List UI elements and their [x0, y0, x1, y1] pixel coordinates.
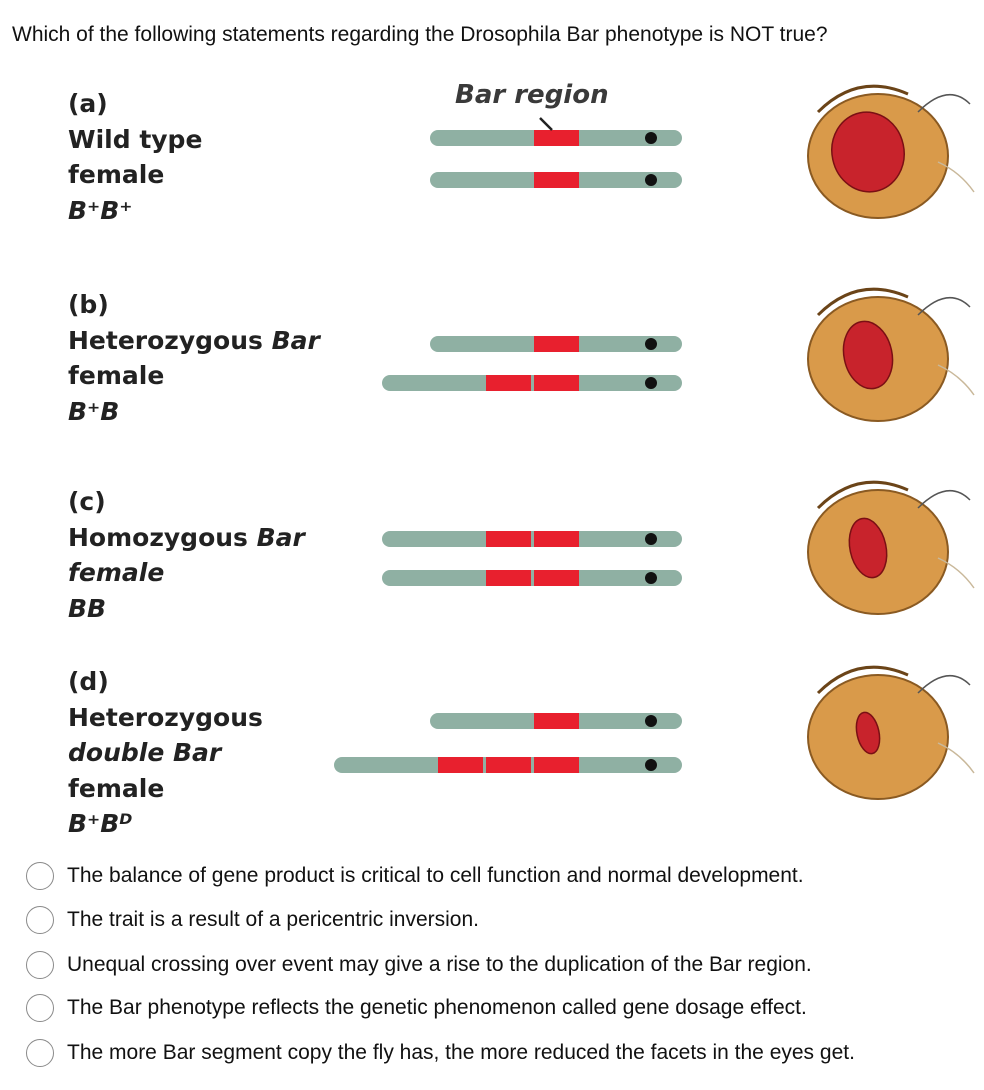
option-2-radio[interactable]	[26, 906, 54, 934]
panel-a-line-2: female	[68, 160, 165, 189]
option-3[interactable]: Unequal crossing over event may give a r…	[26, 945, 976, 985]
panel-b-line-1: Heterozygous Bar	[68, 325, 320, 355]
panel-c-fly-head-eye	[848, 517, 888, 579]
panel-b-chromosome-2-bar-segment-2	[534, 375, 579, 391]
panel-b-fly-head-ridge	[816, 287, 909, 317]
panel-b-fly-head-bristle	[917, 296, 971, 316]
panel-a-chromosome-1-centromere	[645, 132, 657, 144]
panel-c-line-1: Homozygous Bar	[68, 522, 305, 552]
panel-c-letter: (c)	[68, 487, 106, 516]
panel-a-fly-head-eye	[831, 111, 905, 193]
panel-a-chromosome-2-centromere	[645, 174, 657, 186]
panel-c-chromosome-1-bar-segment-2	[534, 531, 579, 547]
panel-d-chromosome-1-centromere	[645, 715, 657, 727]
panel-d-fly-head-arista	[937, 742, 975, 774]
panel-a-fly-head-ridge	[816, 84, 909, 114]
panel-b-line-2: female	[68, 361, 165, 390]
question-text: Which of the following statements regard…	[12, 23, 828, 46]
panel-c-chromosome-2-bar-segment-1	[486, 570, 531, 586]
panel-b-chromosome-2-bar-segment-1	[486, 375, 531, 391]
panel-d-fly-head-bristle	[917, 674, 971, 694]
panel-c-genotype: BB	[68, 593, 107, 623]
panel-a-label: (a) Wild type female B⁺B⁺	[68, 86, 202, 228]
panel-c-chromosome-2-bar-segment-2	[534, 570, 579, 586]
panel-a-chromosome-2-bar-segment-1	[534, 172, 579, 188]
panel-d-fly-head-eye	[855, 711, 881, 755]
panel-c-chromosome-2	[382, 570, 682, 586]
panel-d-label: (d) Heterozygous double Bar female B⁺Bᴰ	[68, 664, 263, 842]
panel-b-chromosome-2	[382, 375, 682, 391]
panel-c-fly-head-bristle	[917, 489, 971, 509]
panel-a-letter: (a)	[68, 89, 108, 118]
option-1-text: The balance of gene product is critical …	[67, 864, 804, 887]
option-4-radio[interactable]	[26, 994, 54, 1022]
option-4[interactable]: The Bar phenotype reflects the genetic p…	[26, 988, 976, 1028]
panel-d-chromosome-2-centromere	[645, 759, 657, 771]
panel-c-fly-head-ridge	[816, 480, 909, 510]
panel-d-fly-head-ridge	[816, 665, 909, 695]
panel-d-genotype: B⁺Bᴰ	[68, 809, 133, 838]
panel-d-line-3: female	[68, 773, 165, 803]
bar-region-pointer	[539, 117, 553, 131]
option-1[interactable]: The balance of gene product is critical …	[26, 856, 976, 896]
option-3-text: Unequal crossing over event may give a r…	[67, 953, 812, 976]
panel-a-fly-head-arista	[937, 161, 975, 193]
panel-a-line-1: Wild type	[68, 124, 203, 154]
panel-d-chromosome-2-bar-segment-1	[438, 757, 483, 773]
panel-b-fly-head-eye	[842, 320, 894, 390]
panel-d-letter: (d)	[68, 667, 109, 696]
option-3-radio[interactable]	[26, 951, 54, 979]
panel-c-chromosome-1-centromere	[645, 533, 657, 545]
option-5-text: The more Bar segment copy the fly has, t…	[67, 1041, 855, 1064]
panel-b-fly-head-arista	[937, 364, 975, 396]
panel-c-line-2: female	[68, 558, 165, 587]
panel-c-label: (c) Homozygous Bar female BB	[68, 484, 305, 626]
panel-c-chromosome-2-centromere	[645, 572, 657, 584]
panel-d-line-2: double Bar	[68, 738, 222, 767]
panel-c-chromosome-1	[382, 531, 682, 547]
panel-d-chromosome-1-bar-segment-1	[534, 713, 579, 729]
panel-b-genotype: B⁺B	[68, 396, 120, 426]
panel-d-chromosome-2-bar-segment-3	[534, 757, 579, 773]
panel-a-fly-head-bristle	[917, 93, 971, 113]
bar-region-title: Bar region	[455, 80, 609, 110]
panel-a-genotype: B⁺B⁺	[68, 195, 133, 225]
panel-b-chromosome-2-centromere	[645, 377, 657, 389]
option-4-text: The Bar phenotype reflects the genetic p…	[67, 996, 807, 1019]
chromosome-diagram	[334, 84, 975, 800]
panel-b-label: (b) Heterozygous Bar female B⁺B	[68, 287, 320, 429]
panel-b-chromosome-1-bar-segment-1	[534, 336, 579, 352]
panel-d-line-1: Heterozygous	[68, 702, 263, 732]
option-5-radio[interactable]	[26, 1039, 54, 1067]
bar-phenotype-figure: Bar region (a) Wild type female B⁺B⁺ (b)…	[68, 80, 975, 842]
option-2-text: The trait is a result of a pericentric i…	[67, 908, 480, 931]
panel-a-chromosome-1-bar-segment-1	[534, 130, 579, 146]
option-2[interactable]: The trait is a result of a pericentric i…	[26, 900, 976, 940]
option-5[interactable]: The more Bar segment copy the fly has, t…	[26, 1033, 976, 1073]
panel-b-letter: (b)	[68, 290, 109, 319]
panel-b-chromosome-1-centromere	[645, 338, 657, 350]
panel-d-chromosome-2-bar-segment-2	[486, 757, 531, 773]
panel-c-fly-head-arista	[937, 557, 975, 589]
panel-c-chromosome-1-bar-segment-1	[486, 531, 531, 547]
option-1-radio[interactable]	[26, 862, 54, 890]
